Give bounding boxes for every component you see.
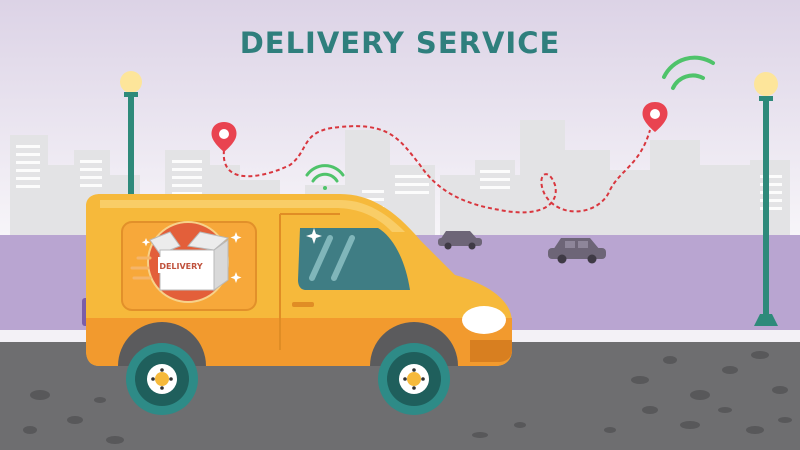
package-box-icon — [149, 231, 230, 291]
building-windows — [16, 145, 782, 217]
background-car-large — [548, 238, 606, 264]
street-lamp-right — [754, 72, 778, 326]
background-car-small — [438, 231, 482, 250]
van-wheel-rear — [126, 343, 198, 415]
road-gravel — [23, 351, 792, 444]
wifi-signal-icon — [305, 164, 345, 190]
van-wheel-front — [378, 343, 450, 415]
map-pin-icon — [642, 102, 668, 132]
box-label: DELIVERY — [159, 262, 203, 271]
wifi-signal-icon — [662, 55, 715, 90]
page-title: DELIVERY SERVICE — [239, 26, 561, 60]
map-pin-icon — [211, 122, 237, 152]
